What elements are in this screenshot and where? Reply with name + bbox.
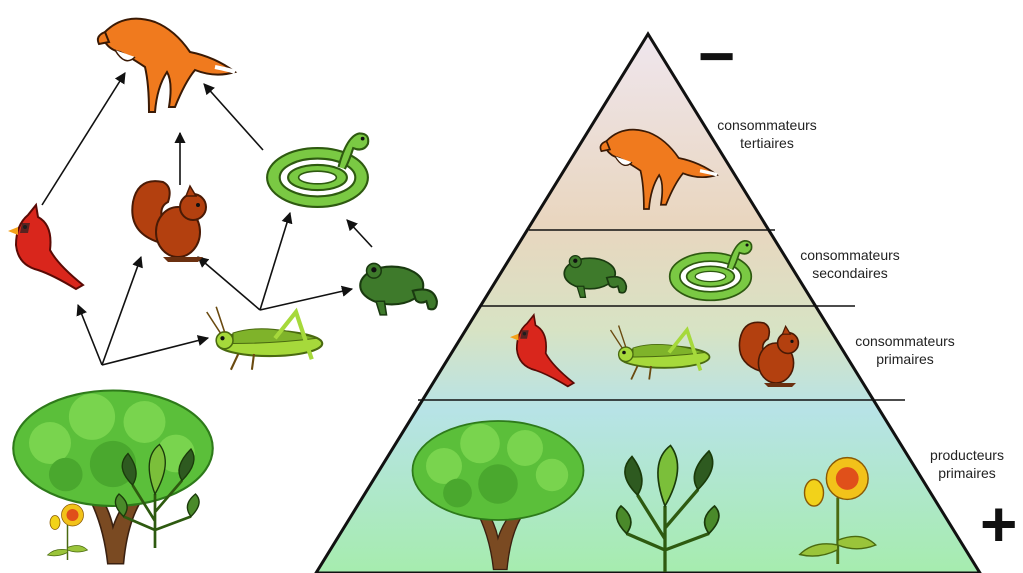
minus-sign: −: [698, 24, 735, 88]
level-label-line1: consommateurs: [785, 246, 915, 264]
level-label-line1: consommateurs: [702, 116, 832, 134]
snake-icon: [267, 133, 368, 207]
arrow-cardinal-to-fox: [42, 73, 125, 205]
level-label-secondary: consommateurs secondaires: [785, 246, 915, 282]
level-label-line2: primaires: [840, 350, 970, 368]
plus-sign: +: [980, 492, 1017, 556]
level-label-tertiary: consommateurs tertiaires: [702, 116, 832, 152]
arrow-grasshopper-to-frog: [260, 289, 352, 310]
fox-icon: [98, 19, 235, 112]
pyramid-shape: [316, 34, 980, 573]
level-label-line2: secondaires: [785, 264, 915, 282]
arrow-tree-to-grasshopper: [102, 338, 208, 365]
level-label-line2: primaires: [912, 464, 1022, 482]
arrow-tree-to-cardinal: [78, 305, 102, 365]
level-label-line2: tertiaires: [702, 134, 832, 152]
level-label-line1: consommateurs: [840, 332, 970, 350]
level-label-producers: producteurs primaires: [912, 446, 1022, 482]
frog-icon: [360, 263, 437, 314]
arrow-snake-to-fox: [204, 84, 263, 150]
level-label-line1: producteurs: [912, 446, 1022, 464]
energy-pyramid: [316, 34, 980, 573]
level-label-primary: consommateurs primaires: [840, 332, 970, 368]
food-web-arrows: [42, 73, 372, 365]
arrow-tree-to-squirrel: [102, 257, 141, 365]
cardinal-icon: [8, 205, 83, 289]
flower-icon: [48, 504, 88, 560]
arrow-grasshopper-to-snake: [260, 213, 290, 310]
arrow-grasshopper-to-squirrel: [198, 257, 260, 310]
arrow-frog-to-snake: [347, 220, 372, 247]
grasshopper-icon: [207, 307, 323, 370]
squirrel-icon: [132, 181, 206, 262]
